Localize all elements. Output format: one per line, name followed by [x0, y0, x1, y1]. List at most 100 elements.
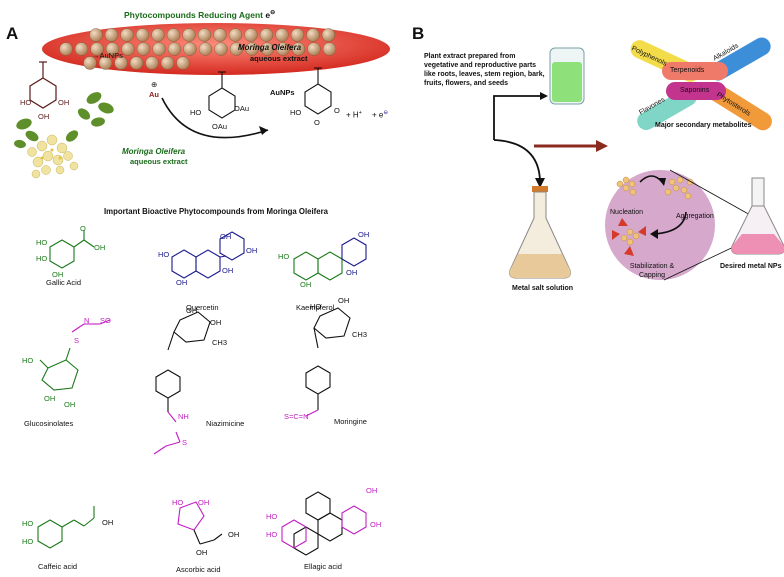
gluc-ho: HO: [22, 356, 34, 365]
gluc-so2: SO: [100, 316, 111, 325]
nanoparticle-bead: [183, 42, 197, 56]
product-aunps-label: AuNPs: [270, 88, 295, 97]
gluc-s: S: [74, 336, 80, 345]
reaction-scheme: [29, 61, 332, 139]
nanoparticle-bead: [244, 28, 258, 42]
nanoparticle-bead: [182, 28, 196, 42]
metab-saponins: Saponins: [680, 87, 710, 94]
gallic-o: O: [80, 224, 86, 233]
nanoparticle-bead: [307, 42, 321, 56]
ellipse-aunps-text: AuNPs: [99, 51, 123, 60]
compound-ascorbic-acid: Ascorbic acid: [176, 565, 221, 574]
nanoparticle-bead: [90, 42, 104, 56]
nanoparticle-bead: [197, 28, 212, 42]
nanoparticle-bead: [136, 42, 151, 56]
quercetin-structure: [171, 231, 245, 279]
nanoparticle-bead: [321, 28, 336, 42]
querc-oh3: OH: [176, 278, 188, 287]
nanoparticle-bead: [291, 42, 306, 56]
asc-ho: HO: [172, 498, 184, 507]
nanoparticle-bead: [198, 42, 213, 56]
nanoparticle-bead: [145, 56, 159, 70]
metal-salt-label: Metal salt solution: [512, 285, 574, 292]
arrow-to-flask: [493, 139, 541, 181]
compound-structures: [37, 230, 367, 556]
nanoparticle-bead: [135, 28, 150, 42]
mid-ho: HO: [190, 108, 202, 117]
compound-glucosinolates: Glucosinolates: [24, 419, 74, 428]
compound-kaempferol: Kaempferol: [296, 303, 335, 312]
nanoparticle-bead: [160, 56, 175, 70]
nanoparticle-bead: [89, 28, 103, 42]
moringa-plant-image: [14, 92, 114, 179]
e-minus-text: + e: [372, 110, 384, 120]
ellipse-plant-sub: aqueous extract: [250, 54, 308, 63]
au-ion-label: Au: [149, 90, 159, 99]
gluc-oh1: OH: [44, 394, 56, 403]
nanoparticle-bead: [228, 28, 243, 42]
nanoparticle-bead: [260, 42, 275, 56]
reactant-structure-middle: [208, 71, 236, 119]
kaemp-oh3: OH: [346, 268, 358, 277]
nanoparticle-bead: [214, 42, 228, 56]
nanoparticle-bead: [114, 56, 128, 70]
reaction-arrow: [161, 97, 269, 139]
gallic-acid-structure: [49, 230, 95, 269]
niaz-oh1: OH: [186, 306, 198, 315]
ell-ho1: HO: [266, 512, 278, 521]
gallic-oh-acid: OH: [94, 243, 106, 252]
nanoparticle-bead: [83, 56, 97, 70]
reactant-structure-left: [29, 61, 57, 109]
plant-photo-sub: aqueous extract: [130, 157, 188, 166]
niaz-nh: NH: [178, 412, 189, 421]
product-o2: O: [334, 106, 340, 115]
mor-scn: S=C=N: [284, 412, 309, 421]
caffeic-acid-structure: [37, 506, 95, 549]
ellipse-plant-name: Moringa Oleifera: [238, 43, 302, 52]
ell-oh1: OH: [366, 486, 378, 495]
compound-moringine: Moringine: [334, 417, 367, 426]
desired-nps-flask-icon: [731, 177, 784, 255]
metab-terpenoids: Terpenoids: [670, 67, 705, 74]
nanoparticle-bead: [121, 42, 135, 56]
metabolites-caption: Major secondary metabolites: [655, 122, 752, 129]
glucosinolates-structure: [39, 347, 79, 391]
niaz-ch3: CH3: [212, 338, 228, 347]
plant-photo-name: Moringa Oleifera: [122, 147, 186, 156]
kaemp-ho: HO: [278, 252, 290, 261]
compound-quercetin: Quercetin: [186, 303, 219, 312]
nanoparticle-bead: [74, 42, 89, 56]
nanoparticle-bead: [167, 42, 182, 56]
aggregation-label: Aggregation: [676, 213, 714, 220]
product-structure: [304, 67, 332, 115]
h-plus: + H+: [346, 110, 362, 120]
compounds-title: Important Bioactive Phytocompounds from …: [104, 207, 328, 216]
mor-ch3: CH3: [352, 330, 368, 339]
ellipse-arrow-label: →AuNPs: [92, 51, 123, 60]
caff-ho1: HO: [22, 519, 34, 528]
gallic-ho2: HO: [36, 254, 48, 263]
nanoparticle-bead: [259, 28, 274, 42]
reducing-agent-label: Phytocompounds Reducing Agent e⊖: [124, 9, 276, 20]
nanoparticle-bead: [245, 42, 259, 56]
nanoparticle-bead: [276, 42, 290, 56]
kaempferol-structure: [293, 251, 343, 281]
nanoparticle-bead: [275, 28, 289, 42]
nanoparticle-bead: [98, 56, 113, 70]
nanoparticle-bead: [306, 28, 320, 42]
gallic-ho1: HO: [36, 238, 48, 247]
niaz-s: S: [182, 438, 188, 447]
gluc-n: N: [84, 316, 90, 325]
nanoparticle-bead: [120, 28, 134, 42]
desired-nps-label: Desired metal NPs: [720, 263, 782, 270]
asc-oh3: OH: [196, 548, 208, 557]
panel-a-letter: A: [6, 24, 19, 43]
mid-oau-bottom: OAu: [212, 122, 228, 131]
reducing-agent-text: Phytocompounds Reducing Agent: [124, 9, 263, 20]
left-oh-bottom: OH: [38, 112, 50, 121]
nanoparticle-bead: [322, 42, 337, 56]
querc-oh1: OH: [220, 232, 232, 241]
nanoparticle-bead: [129, 56, 144, 70]
nanoparticle-bead: [229, 42, 244, 56]
moringine-structure: [305, 307, 351, 410]
